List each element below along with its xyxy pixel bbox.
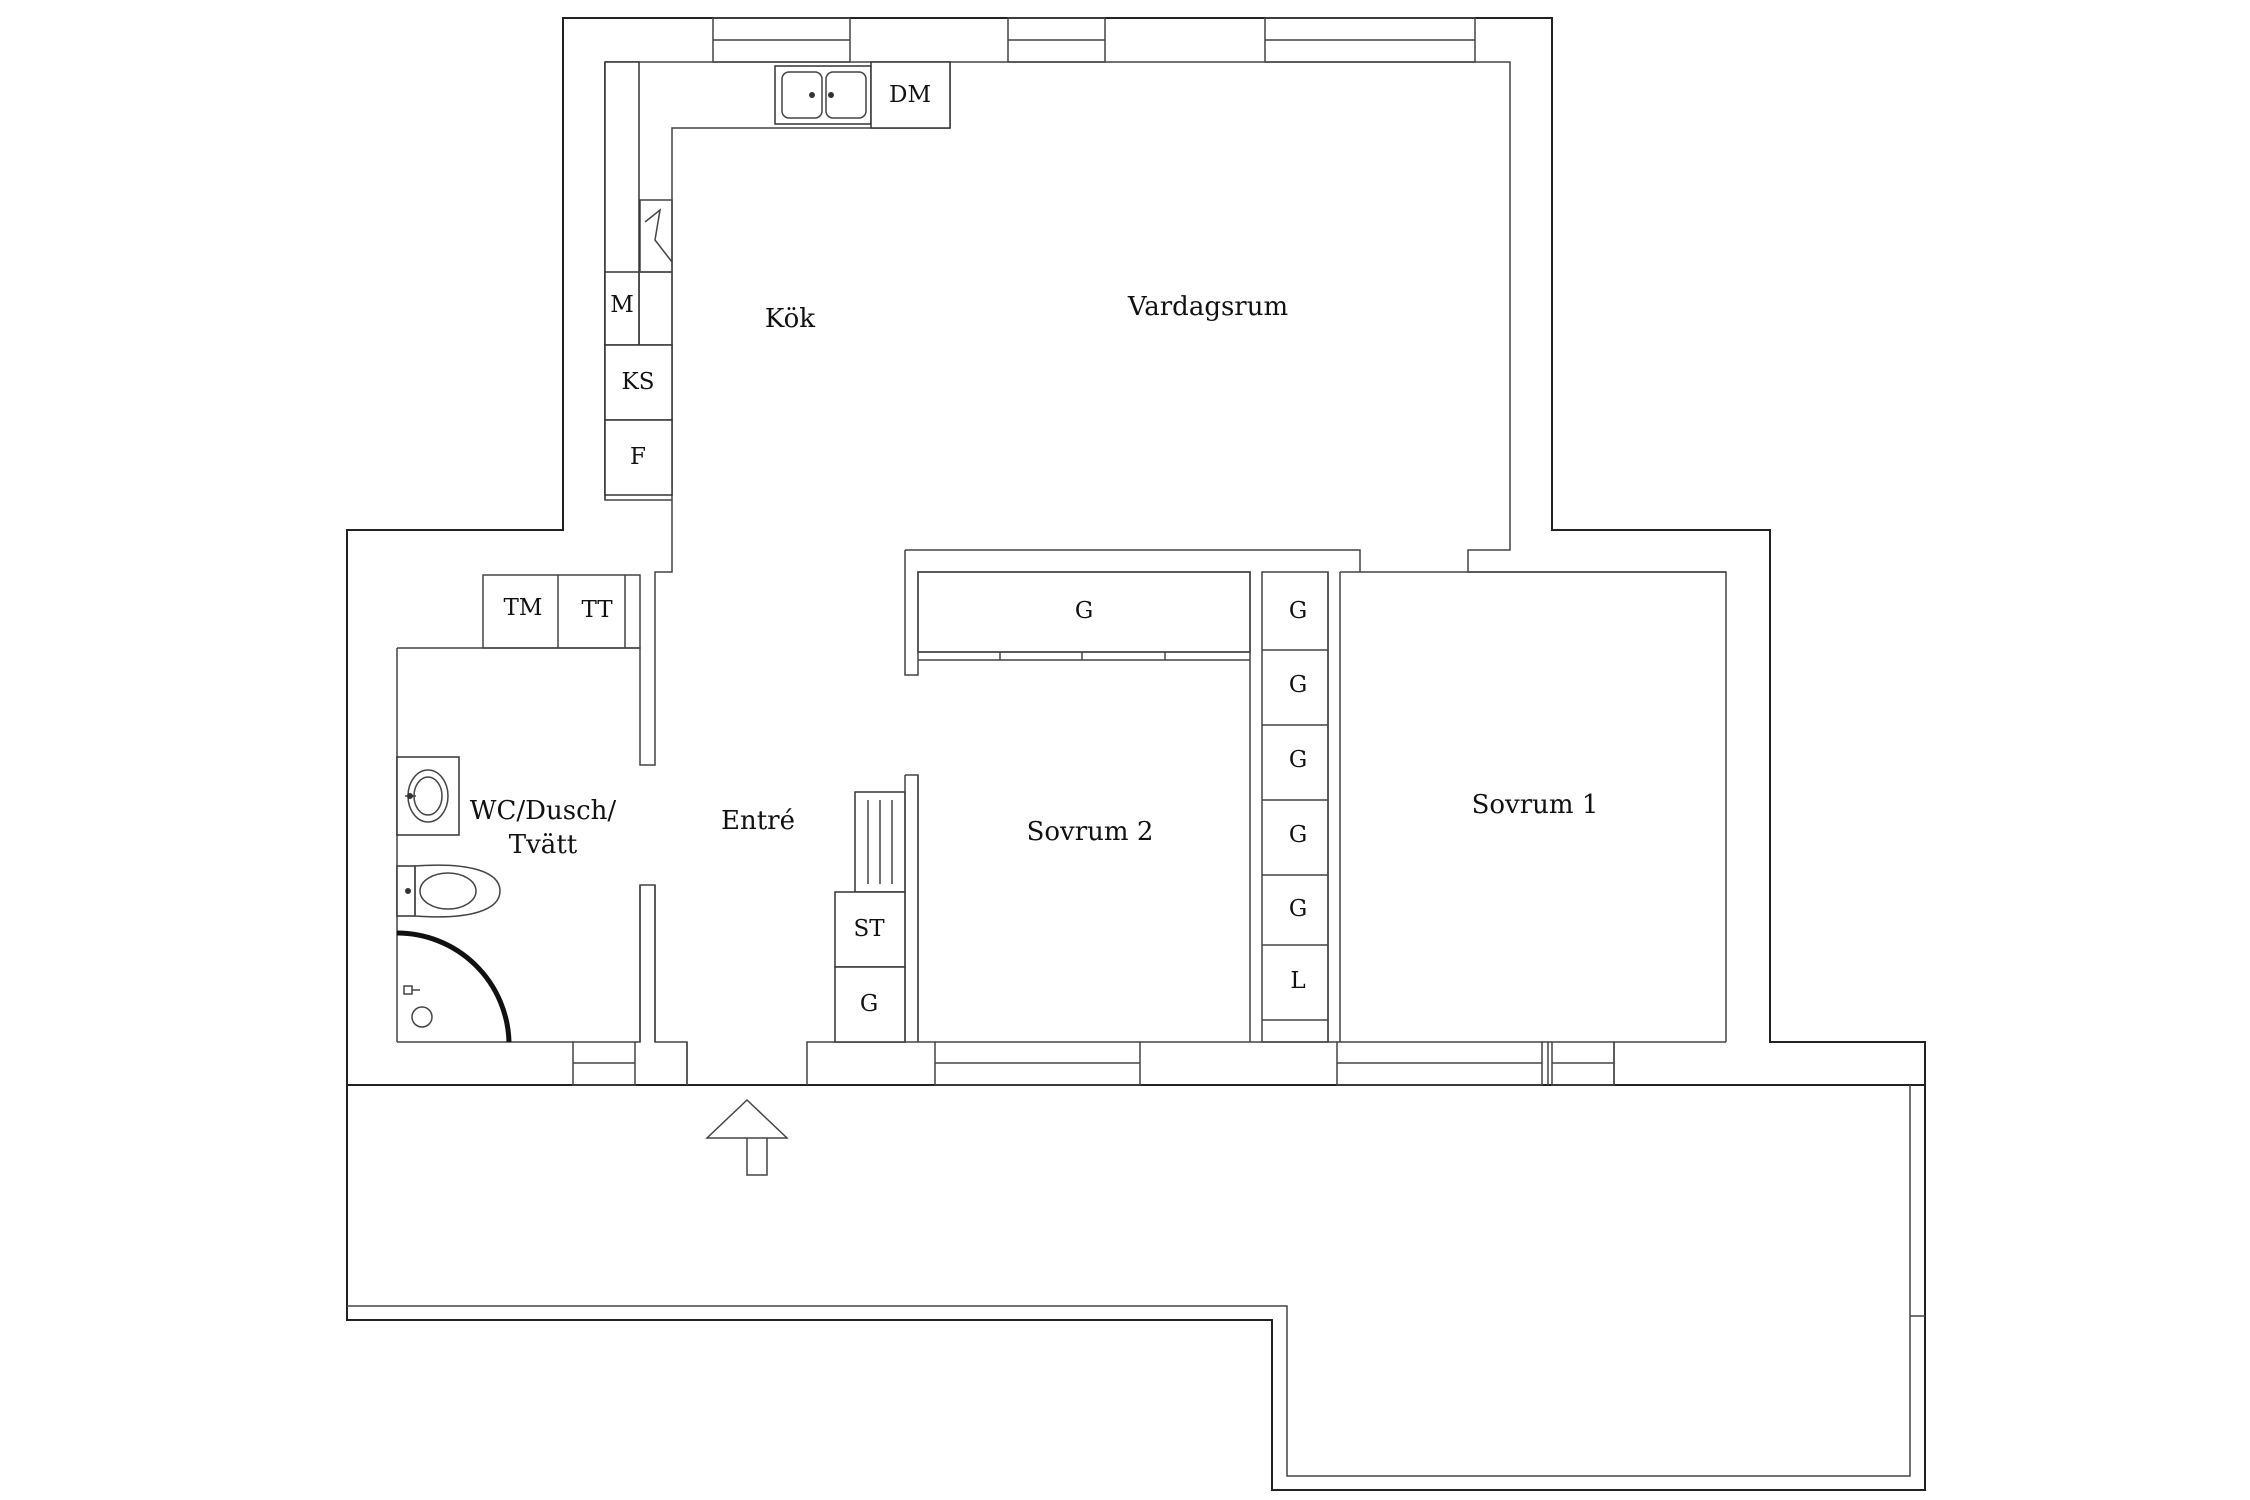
facade-walls xyxy=(397,884,1726,1085)
room-label-bedroom1: Sovrum 1 xyxy=(1472,790,1599,820)
fridge-freezer: KS xyxy=(604,344,673,421)
microwave-label: M xyxy=(610,292,634,318)
shower-icon xyxy=(396,930,512,1043)
outer-walls xyxy=(346,17,1926,1491)
arrow-up-icon xyxy=(705,1098,789,1176)
room-label-kitchen: Kök xyxy=(765,304,815,334)
room-label-bathroom-2: Tvätt xyxy=(509,830,578,860)
dishwasher-label: DM xyxy=(889,82,931,108)
wardrobe-label-entrance: G xyxy=(860,991,878,1017)
sink-icon xyxy=(774,65,872,125)
windows-facade xyxy=(572,1041,1615,1086)
room-label-entrance: Entré xyxy=(721,806,795,836)
room-label-bedroom2: Sovrum 2 xyxy=(1027,817,1154,847)
fridge-freezer-label: KS xyxy=(622,369,655,395)
wardrobe-label-3: G xyxy=(1289,747,1307,773)
linen-closet-label: L xyxy=(1290,968,1305,994)
wardrobe-label-1: G xyxy=(1289,598,1307,624)
windows-top xyxy=(712,17,1476,63)
entrance-storage xyxy=(834,774,919,1043)
room-label-living: Vardagsrum xyxy=(1127,292,1288,322)
washing-machine-label: TM xyxy=(504,595,543,621)
dishwasher: DM xyxy=(870,61,951,129)
wardrobe-label-5: G xyxy=(1289,896,1307,922)
tumble-dryer-label: TT xyxy=(581,597,613,623)
bedroom1-walls xyxy=(1339,571,1726,1042)
storage-label: ST xyxy=(853,916,885,942)
wardrobe-label-bedroom2: G xyxy=(1075,598,1093,624)
entrance-walls xyxy=(654,885,688,1085)
washbasin-icon xyxy=(396,756,460,836)
freezer: F xyxy=(604,419,673,496)
bedroom2-walls xyxy=(904,549,1361,1042)
microwave: M xyxy=(604,271,673,346)
room-label-bathroom-1: WC/Dusch/ xyxy=(470,796,617,826)
wardrobe-label-2: G xyxy=(1289,672,1307,698)
wardrobe-column xyxy=(1261,571,1329,1043)
wardrobe-label-4: G xyxy=(1289,822,1307,848)
bathroom-walls xyxy=(396,500,673,1042)
toilet-icon xyxy=(396,864,501,918)
freezer-label: F xyxy=(630,444,646,470)
